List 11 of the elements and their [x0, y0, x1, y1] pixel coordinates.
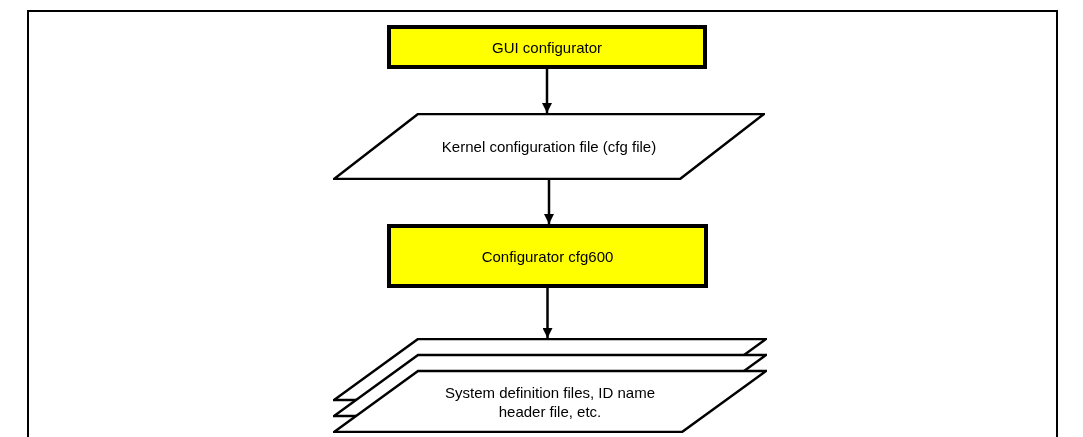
arrow: [542, 288, 553, 338]
process-box: [387, 25, 707, 69]
process-box: [387, 224, 708, 288]
stacked-documents: [333, 338, 767, 433]
node-text: Configurator cfg600: [481, 246, 614, 266]
node-text: System definition files, ID name header file, etc.: [443, 382, 657, 421]
arrow: [544, 180, 554, 224]
arrow: [542, 69, 552, 113]
node-text: Kernel configuration file (cfg file): [441, 137, 657, 156]
node-text: GUI configurator: [491, 37, 602, 57]
data-parallelogram: [333, 113, 765, 180]
